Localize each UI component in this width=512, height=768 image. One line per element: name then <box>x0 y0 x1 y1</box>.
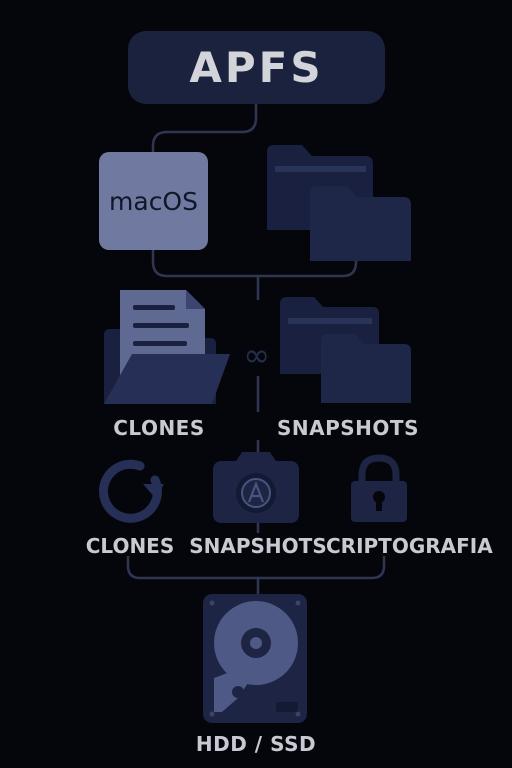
folder-stack-icon <box>280 297 411 403</box>
macos-tile: macOS <box>99 152 208 250</box>
apfs-title: APFS <box>189 43 324 92</box>
document-folder-icon <box>104 290 230 404</box>
camera-icon <box>213 452 299 523</box>
infinity-link-glyph: ∞ <box>243 336 271 374</box>
row2-clones-label: CLONES <box>85 534 175 558</box>
row2-criptografia-label: CRIPTOGRAFIA <box>326 534 493 558</box>
apfs-title-box: APFS <box>128 31 385 104</box>
connector-lines <box>126 104 386 596</box>
refresh-icon <box>98 459 162 523</box>
macos-label: macOS <box>109 186 198 216</box>
folder-stack-icon <box>267 145 411 261</box>
padlock-icon <box>351 454 407 522</box>
row2-snapshots-label: SNAPSHOTS <box>189 534 327 558</box>
refresh-arrowhead <box>143 484 164 499</box>
row1-snapshots-label: SNAPSHOTS <box>277 416 419 440</box>
hdd-ssd-label: HDD / SSD <box>195 732 317 756</box>
row1-clones-label: CLONES <box>113 416 205 440</box>
hard-drive-icon <box>203 594 307 723</box>
